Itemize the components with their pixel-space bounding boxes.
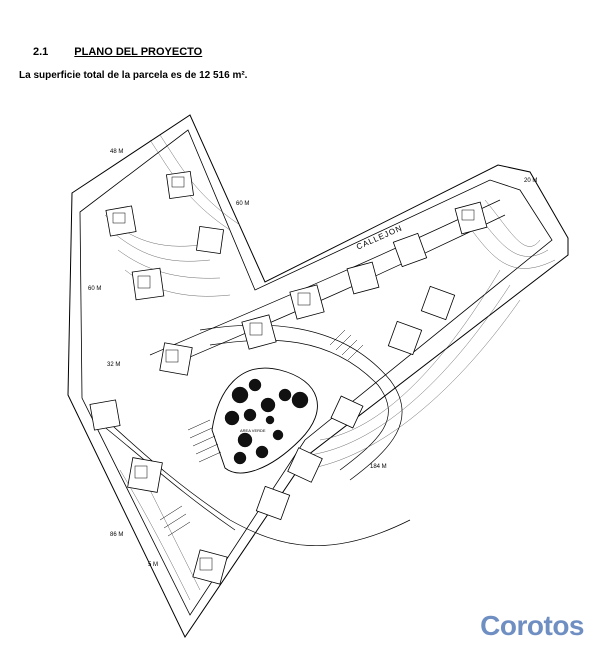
- lot: [392, 232, 428, 268]
- lot: [131, 267, 165, 301]
- lot: [195, 225, 225, 255]
- lot: [192, 549, 228, 585]
- lot: [330, 395, 364, 429]
- site-plan: 48 M 60 M 60 M 20 M 32 M 184 M 86 M 5 M …: [67, 114, 569, 638]
- dimension-upper-left: 60 M: [88, 286, 101, 292]
- dimension-bottom-left: 5 M: [148, 562, 158, 568]
- dimension-top: 48 M: [110, 149, 123, 155]
- section-description: La superficie total de la parcela es de …: [19, 70, 248, 81]
- dimension-upper-right: 60 M: [236, 201, 249, 207]
- section-title: PLANO DEL PROYECTO: [74, 46, 203, 58]
- lot: [89, 399, 121, 431]
- lot: [454, 201, 488, 235]
- parcel-boundary: [67, 114, 569, 638]
- lot: [127, 457, 163, 493]
- lot: [255, 485, 291, 521]
- lot: [105, 205, 137, 237]
- dimension-far-right: 20 M: [524, 178, 537, 184]
- green-area-label: AREA VERDE: [240, 428, 266, 433]
- dimension-bottom-right: 184 M: [370, 464, 387, 470]
- corotos-watermark: Corotos: [480, 610, 584, 641]
- dimension-lower-left: 86 M: [110, 532, 123, 538]
- section-heading: 2.1 PLANO DEL PROYECTO: [33, 46, 202, 58]
- dimension-middle-left: 32 M: [107, 362, 120, 368]
- lot: [287, 447, 323, 483]
- lot: [165, 170, 195, 200]
- section-number: 2.1: [33, 46, 49, 58]
- lot: [241, 314, 277, 350]
- lot: [387, 320, 423, 356]
- lot: [346, 261, 380, 295]
- lot: [159, 342, 193, 376]
- lot: [420, 285, 456, 321]
- lot: [289, 284, 325, 320]
